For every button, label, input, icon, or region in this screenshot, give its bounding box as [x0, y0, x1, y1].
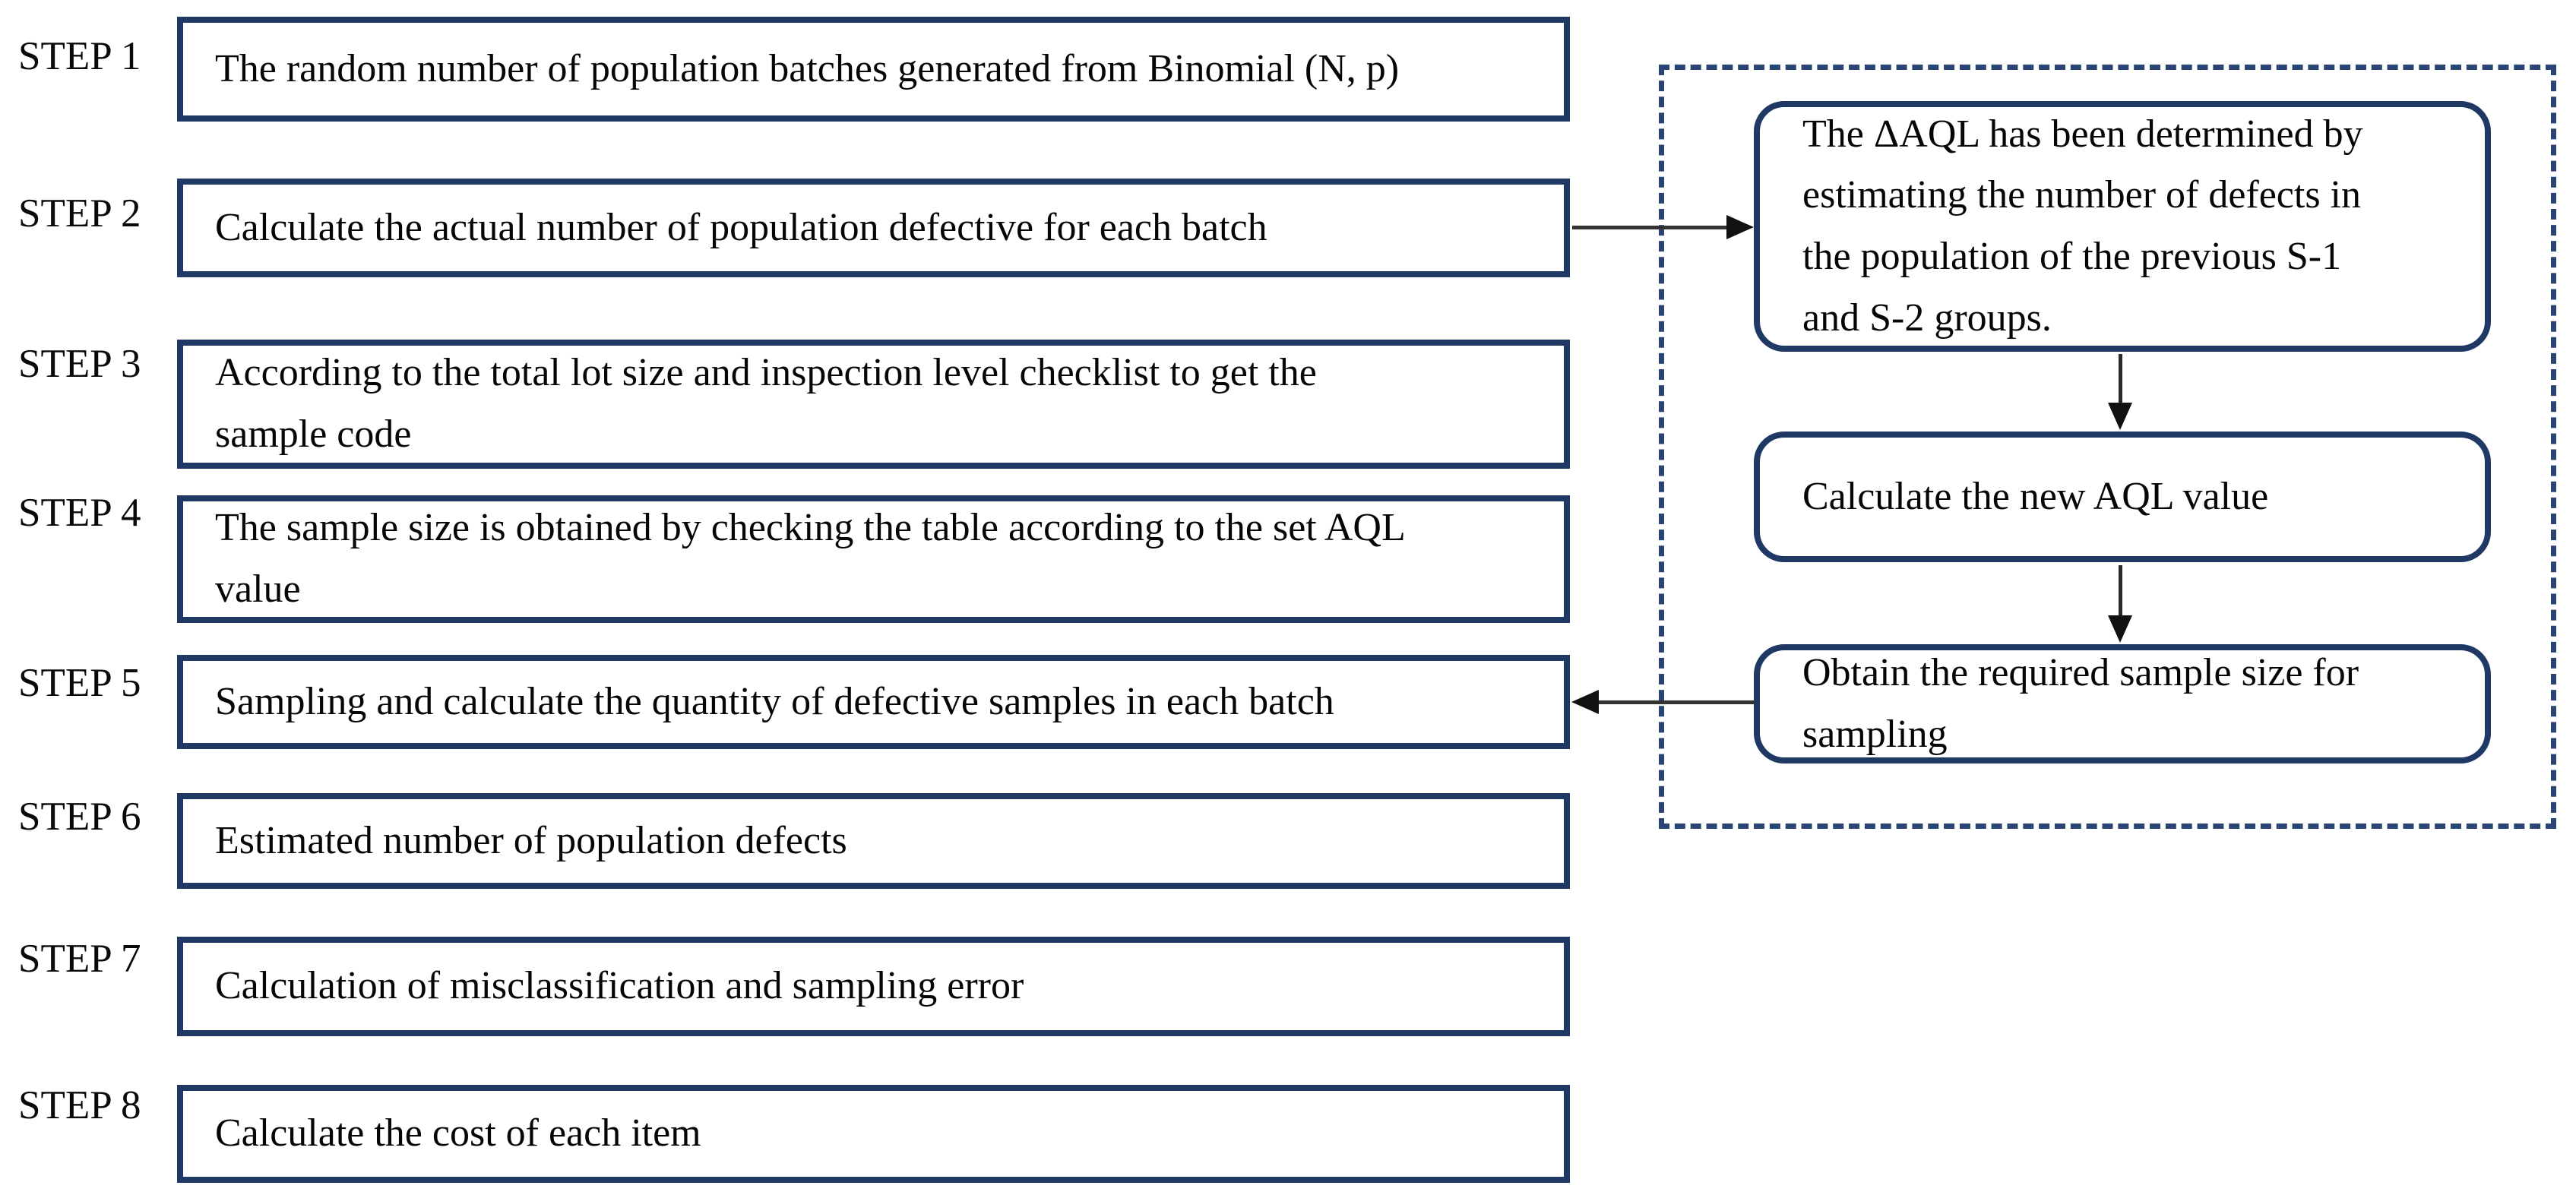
step-6-label: STEP 6 — [18, 795, 141, 839]
arrow-step2-to-aql-line — [1572, 226, 1730, 229]
aql-calc-new-value-box: Calculate the new AQL value — [1754, 432, 2491, 562]
arrow-aql2-to-aql3-head — [2108, 615, 2132, 643]
step-2-label: STEP 2 — [18, 191, 141, 236]
aql-subprocess-panel — [1659, 65, 2556, 829]
step-4-label: STEP 4 — [18, 491, 141, 535]
step-8-label: STEP 8 — [18, 1083, 141, 1127]
arrow-aql3-to-step5-line — [1597, 700, 1755, 704]
step-1-box: The random number of population batches … — [177, 17, 1570, 122]
arrow-aql3-to-step5-head — [1571, 690, 1599, 714]
arrow-step2-to-aql-head — [1726, 215, 1754, 239]
step-1-label: STEP 1 — [18, 34, 141, 78]
step-3-label: STEP 3 — [18, 342, 141, 386]
step-7-box: Calculation of misclassification and sam… — [177, 937, 1570, 1036]
arrow-aql2-to-aql3-line — [2119, 565, 2122, 620]
arrow-aql1-to-aql2-head — [2108, 403, 2132, 430]
step-6-box: Estimated number of population defects — [177, 793, 1570, 889]
step-4-box: The sample size is obtained by checking … — [177, 495, 1570, 623]
aql-sample-size-box: Obtain the required sample size for samp… — [1754, 644, 2491, 763]
step-8-box: Calculate the cost of each item — [177, 1085, 1570, 1183]
aql-delta-box: The ΔAQL has been determined by estimati… — [1754, 101, 2491, 352]
step-5-box: Sampling and calculate the quantity of d… — [177, 655, 1570, 749]
step-5-label: STEP 5 — [18, 661, 141, 705]
step-3-box: According to the total lot size and insp… — [177, 340, 1570, 469]
step-2-box: Calculate the actual number of populatio… — [177, 179, 1570, 277]
arrow-aql1-to-aql2-line — [2119, 354, 2122, 407]
step-7-label: STEP 7 — [18, 937, 141, 981]
